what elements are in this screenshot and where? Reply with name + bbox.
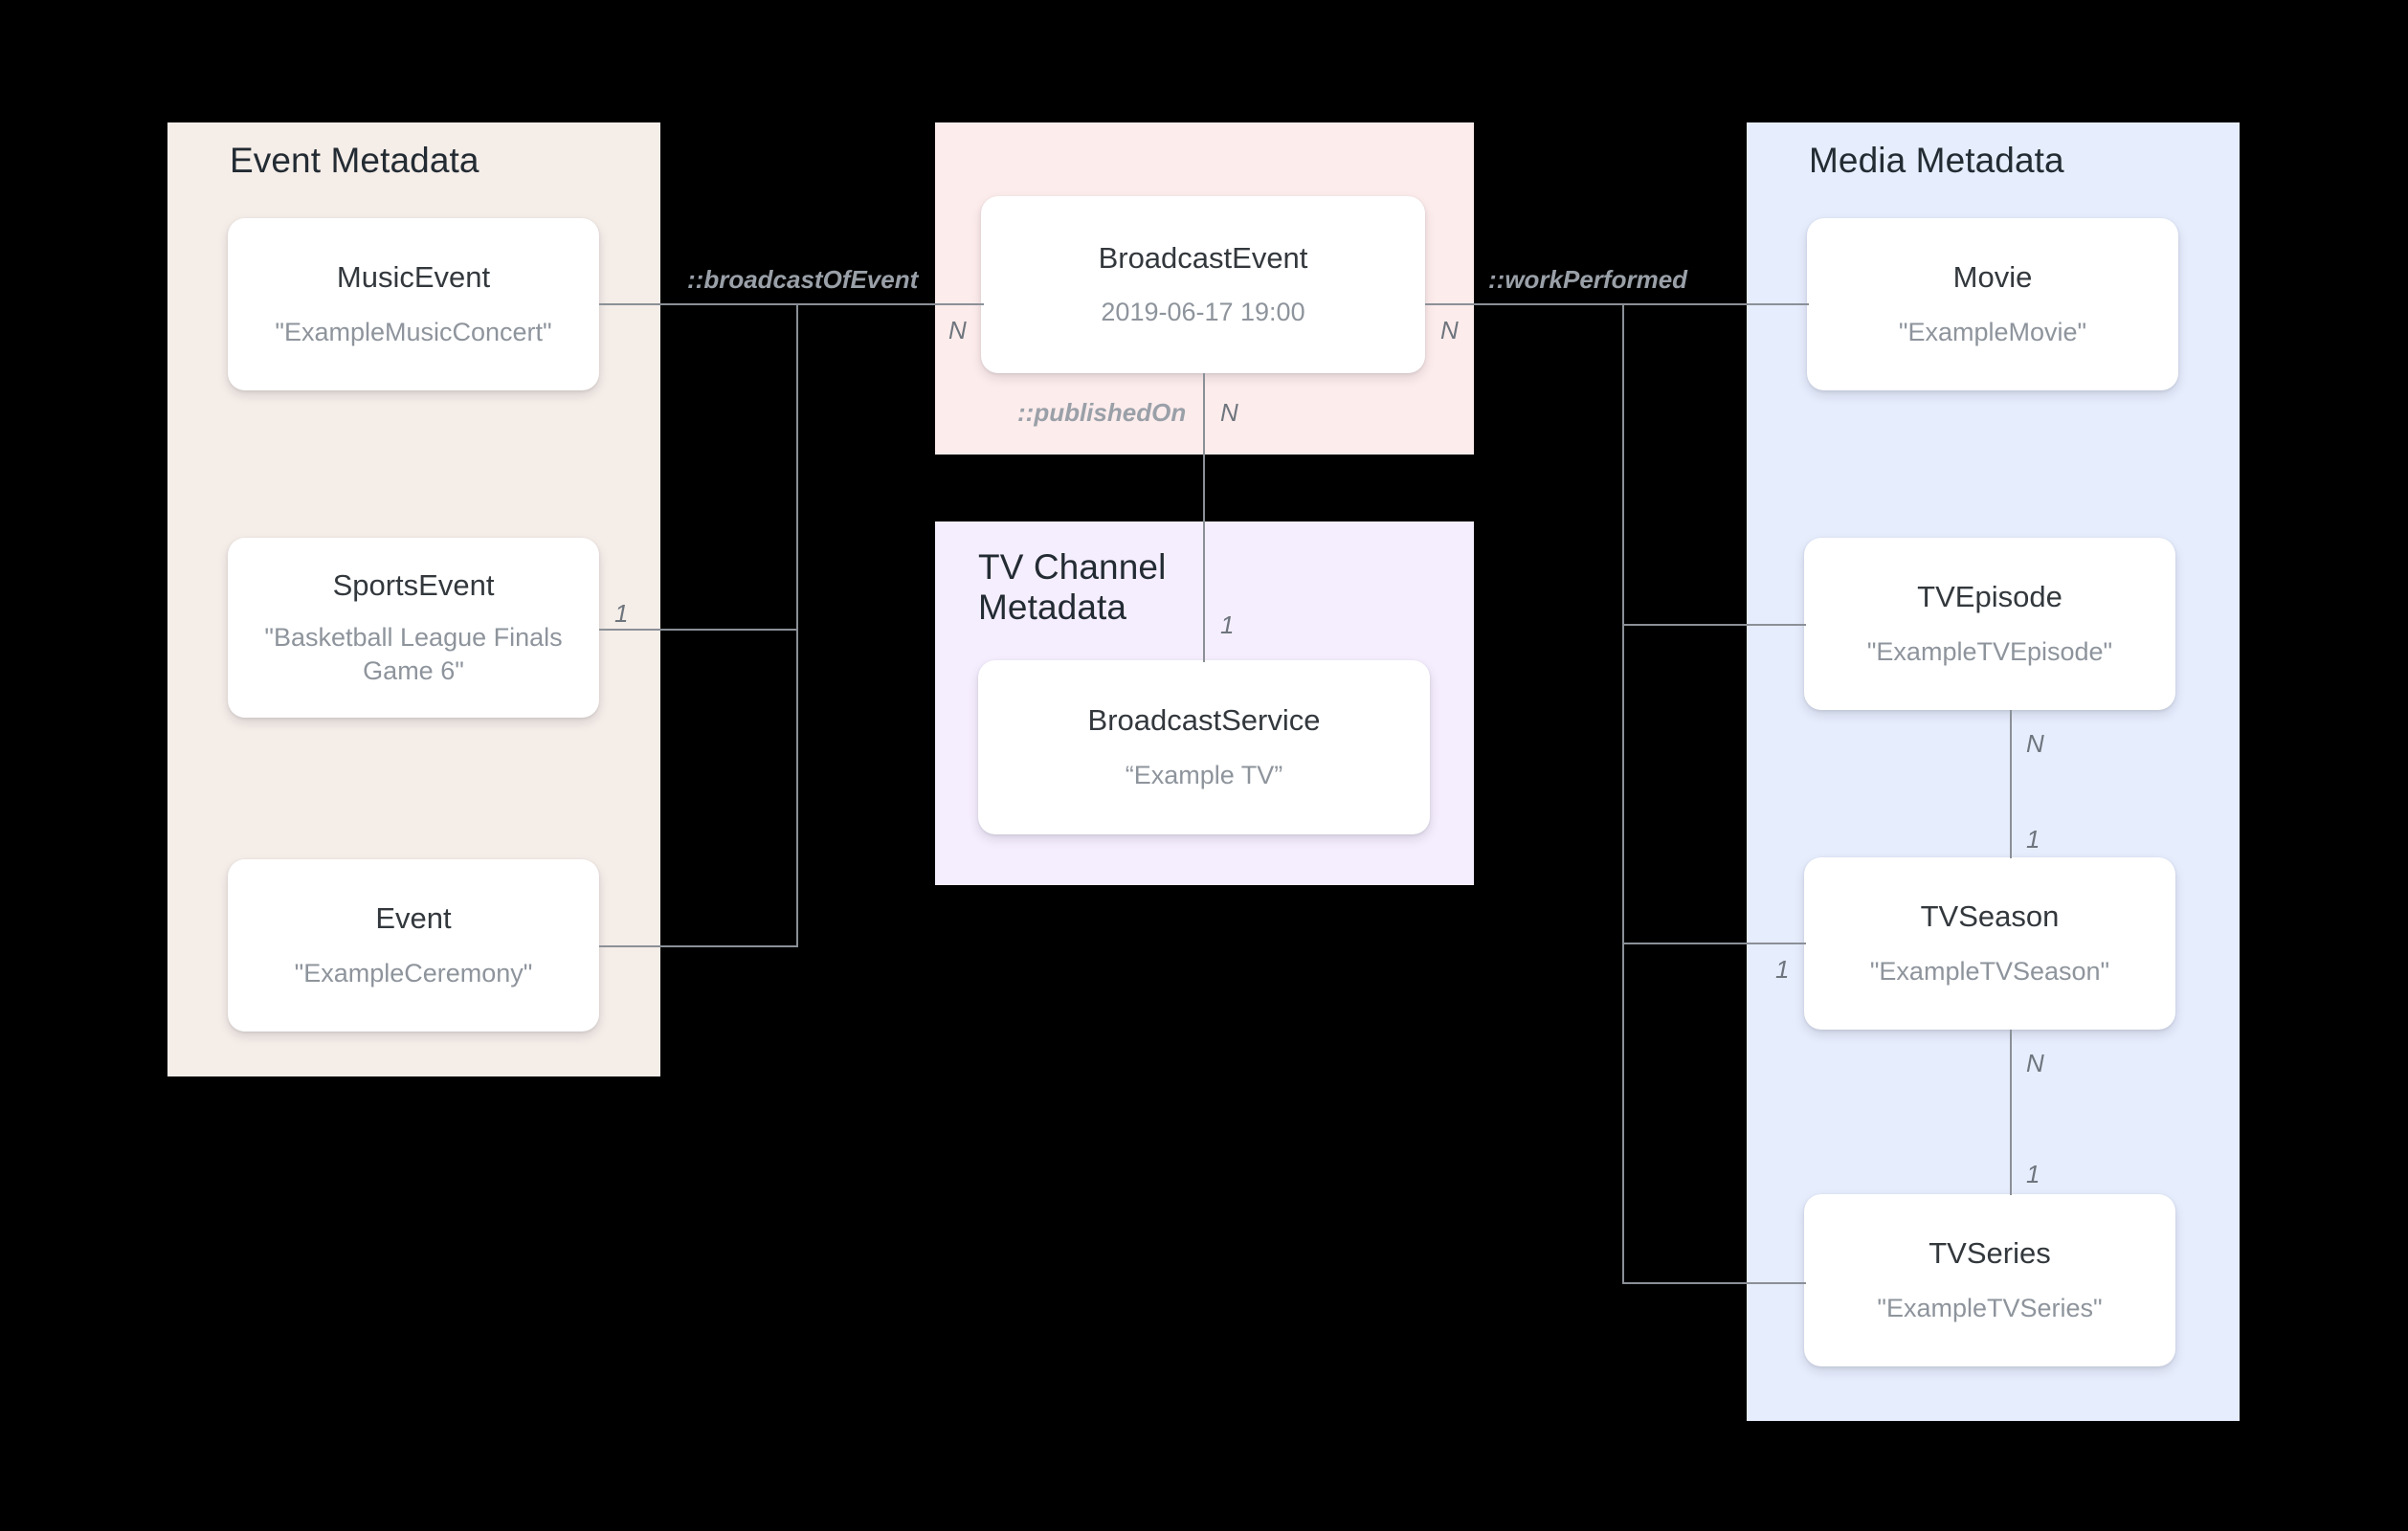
edge-broadcast-event-to-right-bus <box>1425 303 1624 305</box>
entity-card-event[interactable]: Event "ExampleCeremony" <box>228 859 599 1032</box>
edge-right-vertical-bus <box>1622 303 1624 1283</box>
edge-music-event-to-bus <box>599 303 796 305</box>
cardinality-broadcast-service-top: 1 <box>1220 610 1235 639</box>
entity-type-event: Event <box>375 901 452 936</box>
entity-type-broadcast-service: BroadcastService <box>1087 703 1321 738</box>
entity-type-movie: Movie <box>1952 260 2033 295</box>
entity-card-music-event[interactable]: MusicEvent "ExampleMusicConcert" <box>228 218 599 390</box>
entity-type-broadcast-event: BroadcastEvent <box>1098 240 1308 275</box>
entity-value-tv-episode: "ExampleTVEpisode" <box>1866 636 2113 666</box>
edge-right-bus-to-tv-episode <box>1622 624 1806 626</box>
group-title-tv-channel-metadata: TV Channel Metadata <box>978 547 1167 628</box>
relation-label-published-on: ::publishedOn <box>1017 398 1187 427</box>
entity-value-tv-season: "ExampleTVSeason" <box>1869 956 2110 986</box>
entity-type-music-event: MusicEvent <box>336 260 491 295</box>
edge-tv-season-to-tv-series <box>2010 1030 2012 1195</box>
entity-type-tv-series: TVSeries <box>1929 1236 2051 1271</box>
entity-value-tv-series: "ExampleTVSeries" <box>1877 1293 2103 1322</box>
entity-type-tv-episode: TVEpisode <box>1917 580 2062 614</box>
entity-card-tv-series[interactable]: TVSeries "ExampleTVSeries" <box>1804 1194 2175 1366</box>
cardinality-broadcast-event-right: N <box>1440 316 1459 344</box>
entity-card-tv-episode[interactable]: TVEpisode "ExampleTVEpisode" <box>1804 538 2175 710</box>
entity-card-broadcast-service[interactable]: BroadcastService “Example TV” <box>978 660 1430 834</box>
edge-right-bus-to-movie <box>1622 303 1809 305</box>
cardinality-broadcast-event-left: N <box>948 316 967 344</box>
edge-event-to-bus <box>599 945 796 947</box>
edge-broadcast-event-to-broadcast-service <box>1203 373 1205 662</box>
entity-card-broadcast-event[interactable]: BroadcastEvent 2019-06-17 19:00 <box>981 196 1425 373</box>
cardinality-tv-season-left: 1 <box>1775 955 1790 984</box>
entity-card-tv-season[interactable]: TVSeason "ExampleTVSeason" <box>1804 857 2175 1030</box>
entity-value-event: "ExampleCeremony" <box>294 958 533 987</box>
cardinality-tv-season-top: 1 <box>2026 825 2040 854</box>
cardinality-tv-episode-bottom: N <box>2026 729 2044 758</box>
edge-sports-event-to-bus <box>599 629 796 631</box>
cardinality-tv-season-bottom: N <box>2026 1049 2044 1077</box>
entity-type-tv-season: TVSeason <box>1920 899 2060 934</box>
relation-label-work-performed: ::workPerformed <box>1488 265 1688 294</box>
edge-right-bus-to-tv-season <box>1622 943 1806 944</box>
entity-type-sports-event: SportsEvent <box>332 567 495 602</box>
entity-value-movie: "ExampleMovie" <box>1898 317 2087 346</box>
cardinality-broadcast-event-bottom: N <box>1220 398 1238 427</box>
edge-left-vertical-bus <box>796 303 798 947</box>
edge-bus-to-broadcast-event <box>796 303 984 305</box>
entity-value-broadcast-event: 2019-06-17 19:00 <box>1101 298 1305 327</box>
cardinality-sports-event-side: 1 <box>614 599 629 628</box>
edge-tv-episode-to-tv-season <box>2010 710 2012 858</box>
relation-label-broadcast-of-event: ::broadcastOfEvent <box>687 265 919 294</box>
entity-card-sports-event[interactable]: SportsEvent "Basketball League Finals Ga… <box>228 538 599 718</box>
edge-right-bus-to-tv-series <box>1622 1282 1806 1284</box>
entity-value-broadcast-service: “Example TV” <box>1125 760 1283 789</box>
group-title-media-metadata: Media Metadata <box>1809 141 2064 180</box>
entity-value-music-event: "ExampleMusicConcert" <box>275 317 552 346</box>
entity-card-movie[interactable]: Movie "ExampleMovie" <box>1807 218 2178 390</box>
entity-value-sports-event: "Basketball League Finals Game 6" <box>264 623 563 686</box>
cardinality-tv-series-top: 1 <box>2026 1160 2040 1188</box>
group-title-event-metadata: Event Metadata <box>230 141 479 180</box>
